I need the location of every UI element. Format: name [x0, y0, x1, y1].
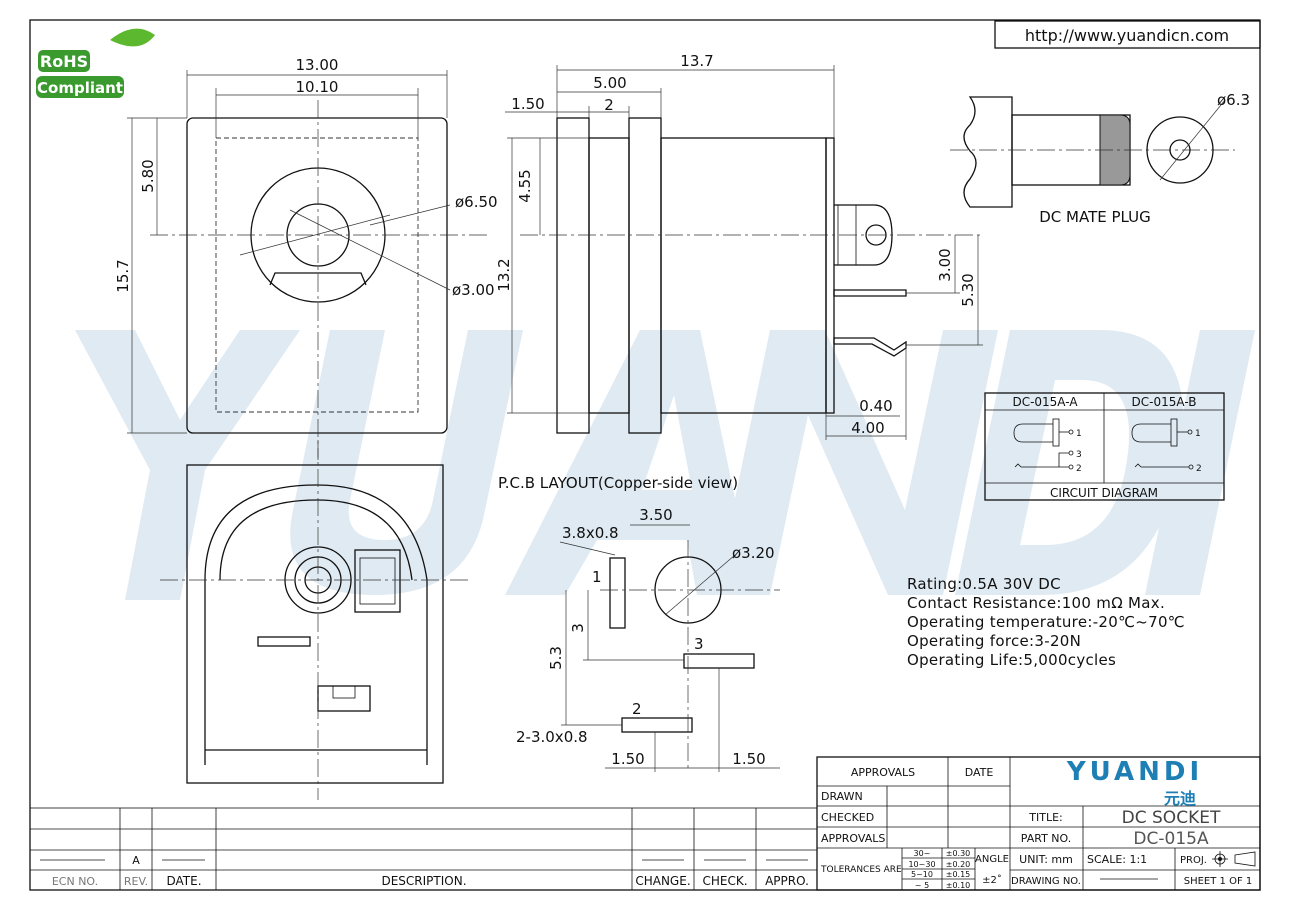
svg-text:Contact Resistance:100 mΩ Max.: Contact Resistance:100 mΩ Max. — [907, 594, 1165, 612]
svg-text:CHECK.: CHECK. — [702, 874, 747, 888]
svg-text:TITLE:: TITLE: — [1028, 811, 1062, 824]
svg-text:5.3: 5.3 — [547, 646, 565, 670]
svg-text:1.50: 1.50 — [611, 750, 644, 768]
svg-text:APPRO.: APPRO. — [765, 874, 809, 888]
svg-text:DRAWING NO.: DRAWING NO. — [1011, 876, 1081, 887]
svg-text:REV.: REV. — [124, 875, 148, 888]
svg-text:ø6.3: ø6.3 — [1217, 91, 1250, 109]
svg-text:RoHS: RoHS — [40, 52, 88, 71]
mate-plug: ø6.3 DC MATE PLUG — [950, 91, 1250, 226]
svg-text:13.00: 13.00 — [296, 56, 339, 74]
svg-text:1.50: 1.50 — [511, 95, 544, 113]
svg-text:PROJ.: PROJ. — [1180, 855, 1207, 866]
svg-text:10~30: 10~30 — [908, 860, 935, 869]
svg-text:Operating temperature:-20℃~70℃: Operating temperature:-20℃~70℃ — [907, 613, 1185, 631]
yuandi-logo: YUANDI — [1066, 757, 1203, 787]
svg-text:4.00: 4.00 — [851, 419, 884, 437]
svg-text:2: 2 — [1076, 464, 1082, 474]
svg-text:30~: 30~ — [914, 849, 931, 858]
svg-text:3.8x0.8: 3.8x0.8 — [562, 524, 619, 542]
svg-text:±0.10: ±0.10 — [946, 881, 971, 890]
svg-text:APPROVALS: APPROVALS — [821, 832, 885, 845]
svg-text:SCALE: 1:1: SCALE: 1:1 — [1087, 853, 1147, 866]
svg-text:4.55: 4.55 — [516, 169, 534, 202]
svg-text:Operating force:3-20N: Operating force:3-20N — [907, 632, 1081, 650]
svg-text:DATE: DATE — [965, 766, 994, 779]
svg-text:10.10: 10.10 — [296, 78, 339, 96]
svg-text:±0.20: ±0.20 — [946, 860, 971, 869]
svg-text:5.80: 5.80 — [139, 159, 157, 192]
title-block: APPROVALS DATE DRAWN CHECKED APPROVALS T… — [816, 756, 1261, 891]
svg-text:3: 3 — [569, 623, 587, 633]
svg-text:2: 2 — [604, 96, 614, 114]
svg-text:PART NO.: PART NO. — [1021, 832, 1071, 845]
svg-text:13.7: 13.7 — [680, 52, 713, 70]
svg-text:±0.30: ±0.30 — [946, 849, 971, 858]
svg-text:2-3.0x0.8: 2-3.0x0.8 — [516, 728, 588, 746]
svg-text:5.30: 5.30 — [959, 273, 977, 306]
svg-text:DATE.: DATE. — [166, 874, 201, 888]
svg-text:Rating:0.5A 30V DC: Rating:0.5A 30V DC — [907, 575, 1061, 593]
svg-text:CHECKED: CHECKED — [821, 811, 874, 824]
svg-text:3.00: 3.00 — [936, 248, 954, 281]
svg-text:3: 3 — [694, 635, 704, 653]
svg-text:A: A — [132, 854, 140, 867]
svg-text:13.2: 13.2 — [495, 258, 513, 291]
svg-text:DC-015A: DC-015A — [1133, 829, 1209, 849]
svg-text:ECN NO.: ECN NO. — [52, 875, 98, 888]
rear-view — [160, 440, 470, 800]
svg-text:Compliant: Compliant — [37, 79, 123, 97]
svg-text:5~10: 5~10 — [911, 870, 933, 879]
revision-block: A ECN NO. REV. DATE. DESCRIPTION. CHANGE… — [29, 807, 818, 891]
svg-text:15.7: 15.7 — [114, 259, 132, 292]
url-box — [994, 20, 1261, 49]
svg-text:CHANGE.: CHANGE. — [635, 874, 690, 888]
svg-text:3: 3 — [1076, 450, 1082, 460]
svg-text:UNIT: mm: UNIT: mm — [1019, 853, 1073, 866]
svg-text:Operating Life:5,000cycles: Operating Life:5,000cycles — [907, 651, 1116, 669]
svg-text:0.40: 0.40 — [859, 397, 892, 415]
svg-text:±0.15: ±0.15 — [946, 870, 971, 879]
svg-text:ø3.00: ø3.00 — [452, 281, 495, 299]
pcb-layout: P.C.B LAYOUT(Copper-side view) 3.8x0.8 1… — [498, 474, 780, 772]
svg-text:DESCRIPTION.: DESCRIPTION. — [381, 874, 466, 888]
svg-text:SHEET 1 OF 1: SHEET 1 OF 1 — [1184, 876, 1253, 887]
svg-text:ø3.20: ø3.20 — [732, 544, 775, 562]
svg-text:DC-015A-A: DC-015A-A — [1012, 395, 1078, 409]
svg-text:ø6.50: ø6.50 — [455, 193, 498, 211]
side-view: 13.7 5.00 1.50 2 4.55 13.2 3.00 5.30 0.4… — [495, 52, 983, 440]
svg-text:CIRCUIT DIAGRAM: CIRCUIT DIAGRAM — [1050, 486, 1158, 500]
specifications: Rating:0.5A 30V DC Contact Resistance:10… — [907, 575, 1185, 669]
svg-text:1: 1 — [1195, 429, 1201, 439]
svg-text:2: 2 — [632, 700, 642, 718]
svg-text:P.C.B LAYOUT(Copper-side view): P.C.B LAYOUT(Copper-side view) — [498, 474, 738, 492]
svg-text:2: 2 — [1196, 464, 1202, 474]
yuandi-logo-cn: 元迪 — [1164, 789, 1196, 808]
svg-text:TOLERANCES ARE: TOLERANCES ARE — [820, 865, 902, 875]
svg-text:~ 5: ~ 5 — [915, 881, 929, 890]
svg-text:DC MATE PLUG: DC MATE PLUG — [1039, 208, 1151, 226]
watermark — [75, 330, 1255, 600]
svg-text:1: 1 — [1076, 429, 1082, 439]
svg-text:1: 1 — [592, 568, 602, 586]
svg-text:DC-015A-B: DC-015A-B — [1132, 395, 1197, 409]
projection-symbol-icon — [1212, 851, 1256, 867]
svg-text:APPROVALS: APPROVALS — [851, 766, 915, 779]
svg-text:1.50: 1.50 — [732, 750, 765, 768]
svg-text:DC SOCKET: DC SOCKET — [1122, 808, 1221, 828]
svg-text:ANGLE: ANGLE — [975, 854, 1009, 865]
rohs-logo: RoHS Compliant — [36, 28, 155, 98]
front-view: 13.00 10.10 15.7 5.80 ø6.50 ø3.00 — [114, 56, 498, 460]
circuit-diagram: DC-015A-A DC-015A-B CIRCUIT DIAGRAM 1 3 … — [984, 392, 1225, 501]
svg-text:DRAWN: DRAWN — [821, 790, 863, 803]
svg-text:3.50: 3.50 — [639, 506, 672, 524]
url-text[interactable]: http://www.yuandicn.com — [1025, 26, 1229, 45]
svg-text:5.00: 5.00 — [593, 74, 626, 92]
svg-text:±2˚: ±2˚ — [982, 874, 1002, 886]
